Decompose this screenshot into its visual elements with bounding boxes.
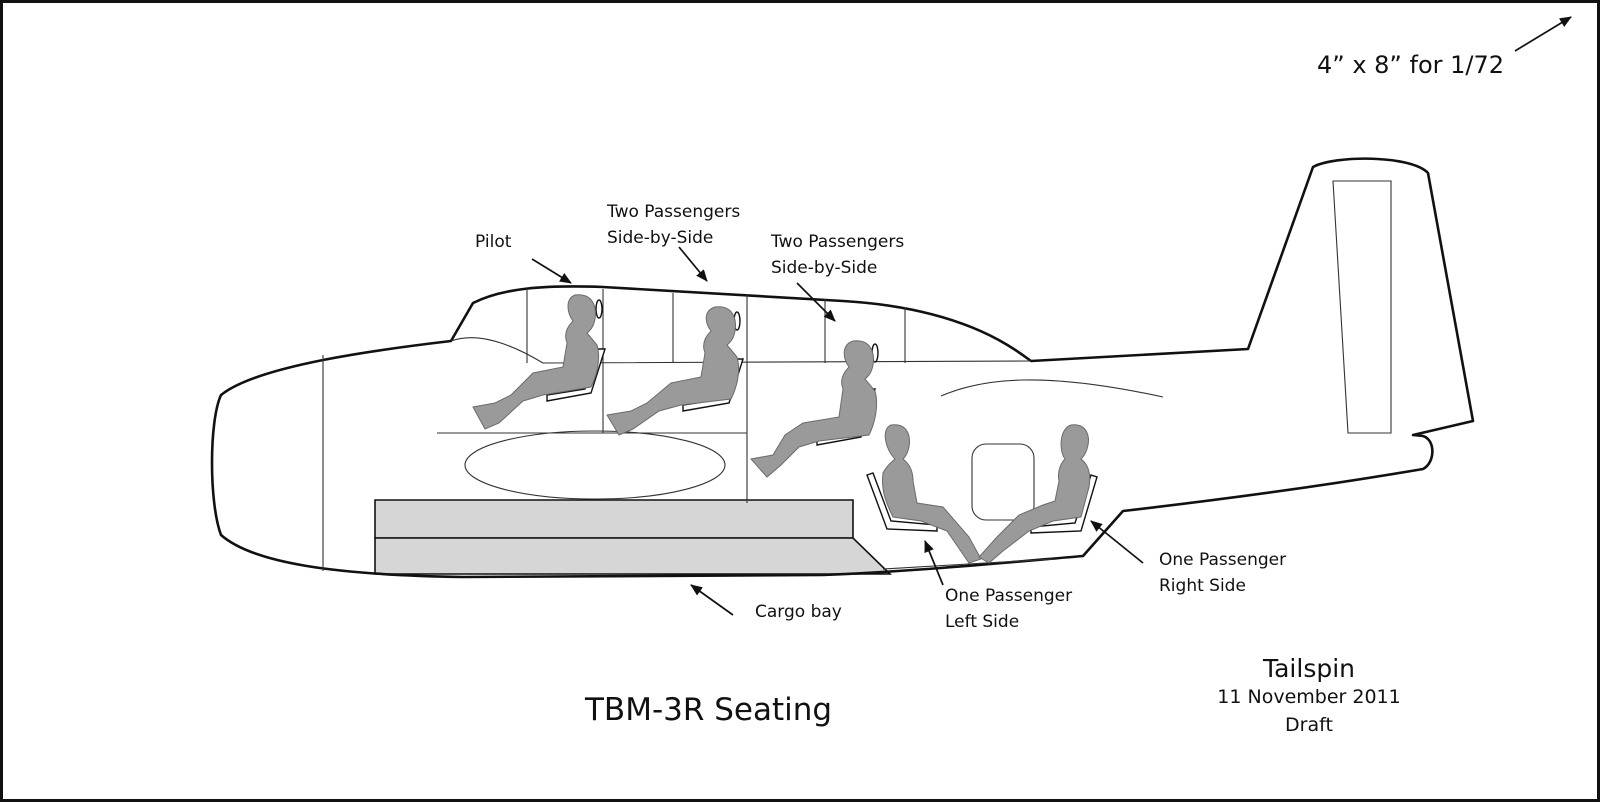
side-window — [971, 443, 1035, 521]
row2-passenger-figure — [750, 340, 879, 478]
credit-date: 11 November 2011 — [1217, 686, 1400, 708]
row2-label-line2: Side-by-Side — [771, 258, 877, 278]
right-passenger-figure — [978, 424, 1098, 564]
cargo-label: Cargo bay — [755, 602, 842, 622]
pilot-label: Pilot — [475, 232, 512, 252]
left-passenger-figure — [866, 424, 982, 564]
credit-author: Tailspin — [1262, 654, 1355, 683]
left-label-line1: One Passenger — [945, 586, 1072, 606]
right-arrow — [1090, 520, 1144, 564]
diagram-title: TBM-3R Seating — [584, 692, 832, 728]
row1-label-line1: Two Passengers — [606, 202, 740, 222]
row2-label-line1: Two Passengers — [770, 232, 904, 252]
credit-status: Draft — [1285, 714, 1333, 736]
row1-passenger-figure — [606, 306, 744, 436]
pilot-figure — [472, 294, 606, 430]
pilot-arrow — [531, 258, 572, 284]
cargo-arrow — [690, 584, 734, 616]
row1-arrow — [678, 246, 708, 282]
wing-root-fairing — [464, 430, 726, 500]
cargo-bay — [374, 499, 892, 575]
row1-label-line2: Side-by-Side — [607, 228, 713, 248]
annotation-arrows — [531, 16, 1572, 616]
left-arrow — [924, 540, 944, 586]
right-label-line2: Right Side — [1159, 576, 1246, 596]
seating-diagram: 4” x 8” for 1/72 Pilot Two Passengers Si… — [210, 16, 1572, 736]
row2-arrow — [796, 282, 836, 322]
fuselage-outline — [210, 157, 1475, 579]
left-label-line2: Left Side — [945, 612, 1019, 632]
scale-note: 4” x 8” for 1/72 — [1317, 51, 1504, 79]
right-label-line1: One Passenger — [1159, 550, 1286, 570]
scale-arrow — [1514, 16, 1572, 52]
canopy-frames — [437, 180, 1392, 570]
